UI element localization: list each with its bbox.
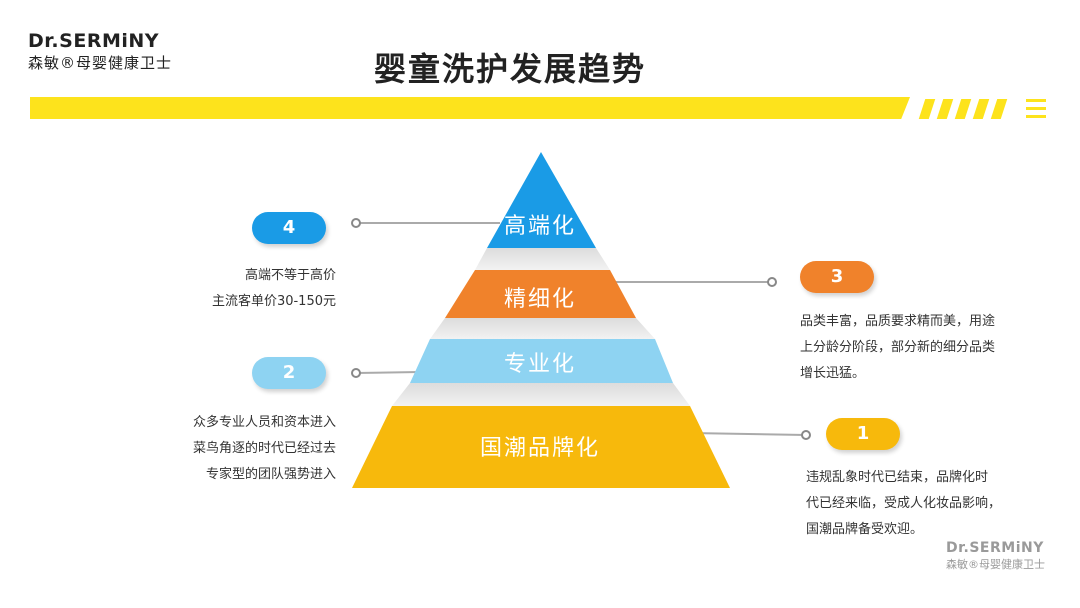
pyramid-label-2: 专业化 (503, 352, 576, 377)
deco-line (1026, 115, 1046, 118)
connector-line-1 (689, 432, 807, 436)
description-line: 增长迅猛。 (800, 366, 866, 381)
title-underline-bar (30, 97, 910, 119)
description-line: 专家型的团队强势进入 (205, 467, 336, 482)
description-line: 高端不等于高价 (244, 268, 336, 283)
level-3-description: 品类丰富，品质要求精而美，用途 上分龄分阶段，部分新的细分品类 增长迅猛。 (800, 309, 995, 387)
watermark-name-en: Dr.SERMiNY (946, 540, 1044, 556)
level-badge-4: 4 (252, 212, 326, 244)
level-2-description: 众多专业人员和资本进入 菜鸟角逐的时代已经过去 专家型的团队强势进入 (193, 410, 336, 488)
description-line: 违规乱象时代已结束，品牌化时 (806, 470, 989, 485)
brand-logo: Dr.SERMiNY 森敏®母婴健康卫士 (28, 30, 178, 73)
pyramid-layer-1 (352, 406, 730, 488)
watermark-logo: Dr.SERMiNY 森敏®母婴健康卫士 (946, 540, 1045, 572)
pyramid-shadow-band (430, 318, 655, 339)
page-title: 婴童洗护发展趋势 (373, 50, 646, 88)
description-line: 众多专业人员和资本进入 (192, 415, 336, 430)
level-4-description: 高端不等于高价 主流客单价30-150元 (212, 263, 336, 315)
pyramid-layer-4 (487, 152, 596, 248)
description-line: 代已经来临，受成人化妆品影响， (806, 496, 1002, 511)
level-1-description: 违规乱象时代已结束，品牌化时 代已经来临，受成人化妆品影响， 国潮品牌备受欢迎。 (806, 465, 1001, 543)
level-badge-1: 1 (826, 418, 900, 450)
brand-name-cn: 森敏®母婴健康卫士 (28, 54, 173, 72)
description-line: 国潮品牌备受欢迎。 (806, 522, 924, 537)
pyramid-layer-2 (410, 339, 673, 383)
connector-dot (767, 277, 777, 287)
description-line: 品类丰富，品质要求精而美，用途 (800, 314, 996, 329)
description-line: 主流客单价30-150元 (211, 294, 336, 309)
connector-line-2 (355, 371, 421, 374)
pyramid-shadow-band (392, 383, 690, 406)
level-badge-3: 3 (800, 261, 874, 293)
pyramid-label-3: 精细化 (503, 287, 576, 312)
connector-dot (351, 368, 361, 378)
brand-name-en: Dr.SERMiNY (28, 30, 160, 52)
description-line: 菜鸟角逐的时代已经过去 (192, 441, 336, 456)
deco-line (1026, 107, 1046, 110)
watermark-name-cn: 森敏®母婴健康卫士 (946, 558, 1045, 571)
level-badge-2: 2 (252, 357, 326, 389)
description-line: 上分龄分阶段，部分新的细分品类 (800, 340, 996, 355)
pyramid-layer-3 (445, 270, 636, 318)
connector-dot (801, 430, 811, 440)
pyramid-label-4: 高端化 (503, 214, 576, 239)
pyramid-label-1: 国潮品牌化 (479, 436, 600, 461)
deco-line (1026, 99, 1046, 102)
pyramid-shadow-band (475, 248, 610, 270)
connector-dot (351, 218, 361, 228)
